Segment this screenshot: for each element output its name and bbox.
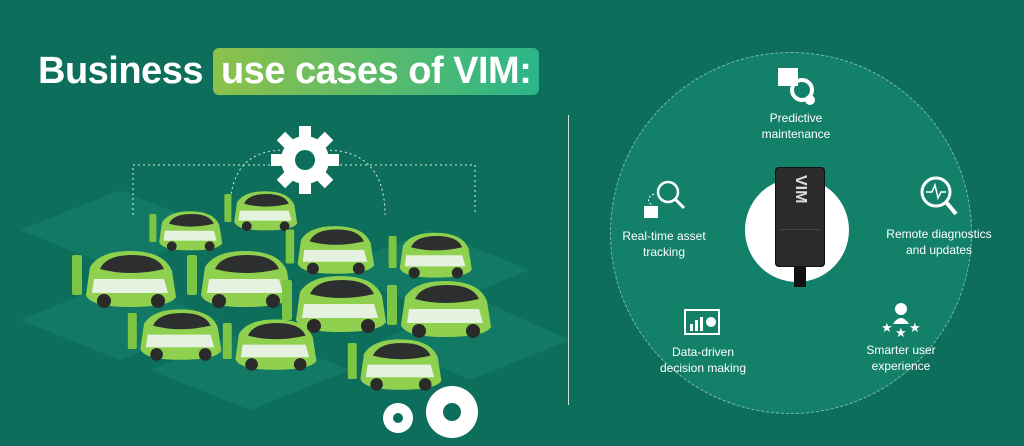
use-case-data-driven: Data-driven decision making — [628, 308, 778, 376]
svg-text:★: ★ — [881, 320, 893, 335]
page-title: Business use cases of VIM: — [38, 48, 540, 95]
svg-text:★: ★ — [909, 320, 921, 335]
label: tracking — [642, 245, 686, 259]
car — [347, 339, 442, 391]
label: Data-driven — [671, 345, 735, 359]
gear-icon — [383, 403, 413, 433]
car — [149, 211, 223, 252]
use-case-asset-tracking: Real-time asset tracking — [589, 180, 739, 260]
use-case-predictive-maintenance: Predictive maintenance — [721, 66, 871, 142]
label: and updates — [905, 243, 973, 257]
device-cable — [794, 267, 806, 287]
car — [127, 309, 222, 361]
label: maintenance — [761, 127, 831, 141]
label: Remote diagnostics — [886, 227, 992, 241]
svg-text:★: ★ — [895, 325, 907, 338]
vim-device: VIM — [775, 167, 825, 267]
title-highlight: use cases of VIM: — [212, 48, 540, 95]
location-search-icon — [644, 180, 686, 218]
car — [222, 319, 317, 371]
label: experience — [871, 359, 931, 373]
chart-monitor-icon — [684, 309, 720, 335]
use-case-user-experience: ★★★ Smarter user experience — [826, 302, 976, 374]
label: decision making — [659, 361, 747, 375]
diagnostics-gear-icon — [920, 176, 958, 216]
device-label: VIM — [792, 175, 809, 204]
user-stars-icon: ★★★ — [881, 303, 921, 338]
label: Smarter user — [866, 343, 936, 357]
car — [282, 276, 386, 333]
car — [285, 226, 375, 275]
electric-cars — [72, 191, 491, 391]
label: Predictive — [769, 111, 823, 125]
gear-icon — [426, 386, 478, 438]
device-sticker — [779, 229, 821, 248]
car — [388, 232, 472, 279]
label: Real-time asset — [622, 229, 706, 243]
car — [387, 281, 491, 338]
divider — [568, 115, 569, 405]
car — [72, 251, 176, 308]
car — [187, 251, 291, 308]
gear-icon — [271, 126, 339, 194]
car — [224, 191, 298, 232]
calendar-gear-icon — [778, 68, 815, 105]
use-case-remote-diagnostics: Remote diagnostics and updates — [864, 170, 1014, 258]
ev-fleet-illustration — [20, 126, 570, 438]
title-plain: Business — [38, 50, 203, 92]
